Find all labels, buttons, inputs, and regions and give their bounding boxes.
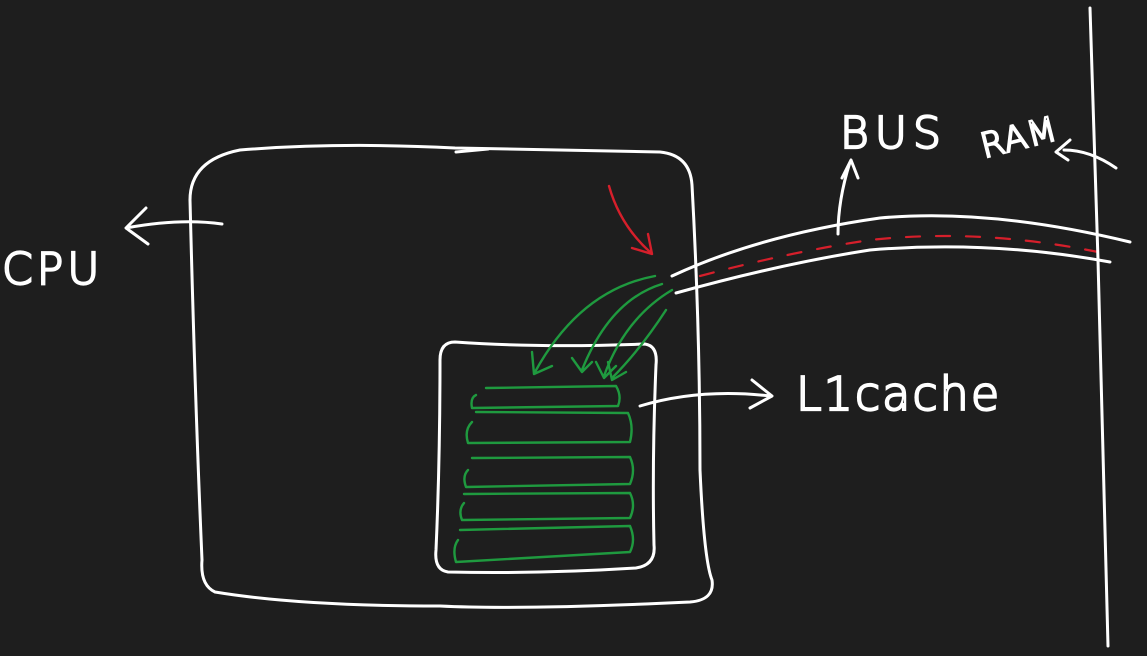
- cache-line-3: [463, 455, 635, 489]
- cache-arrow: [638, 378, 774, 410]
- fill-arrow-1: [530, 274, 657, 376]
- l1-cache-box: [434, 340, 658, 574]
- cache-line-2: [465, 410, 633, 445]
- fill-arrow-2: [570, 282, 664, 374]
- data-flow-arrow: [607, 184, 654, 256]
- l1-cache-label: L1cache: [796, 367, 1001, 421]
- ram-boundary: [1088, 6, 1110, 648]
- bus-line-top: [670, 214, 1132, 278]
- cache-line-4: [459, 491, 635, 522]
- cpu-arrow: [124, 206, 224, 246]
- bus-line-bottom: [674, 245, 1112, 295]
- fill-arrow-4: [606, 308, 668, 382]
- ram-label: RAM: [977, 109, 1062, 167]
- bus-data-flow: [698, 234, 1100, 278]
- cache-line-5: [453, 524, 635, 564]
- cpu-box-tick: [454, 147, 490, 154]
- bus-label: BUS: [840, 108, 947, 159]
- cache-lines: [453, 384, 635, 564]
- ram-arrow: [1054, 138, 1118, 170]
- cpu-box: [188, 143, 714, 609]
- cpu-label: CPU: [2, 244, 103, 295]
- cache-fill-arrows: [530, 274, 674, 382]
- cache-line-1: [470, 384, 621, 410]
- bus-arrow: [836, 158, 860, 236]
